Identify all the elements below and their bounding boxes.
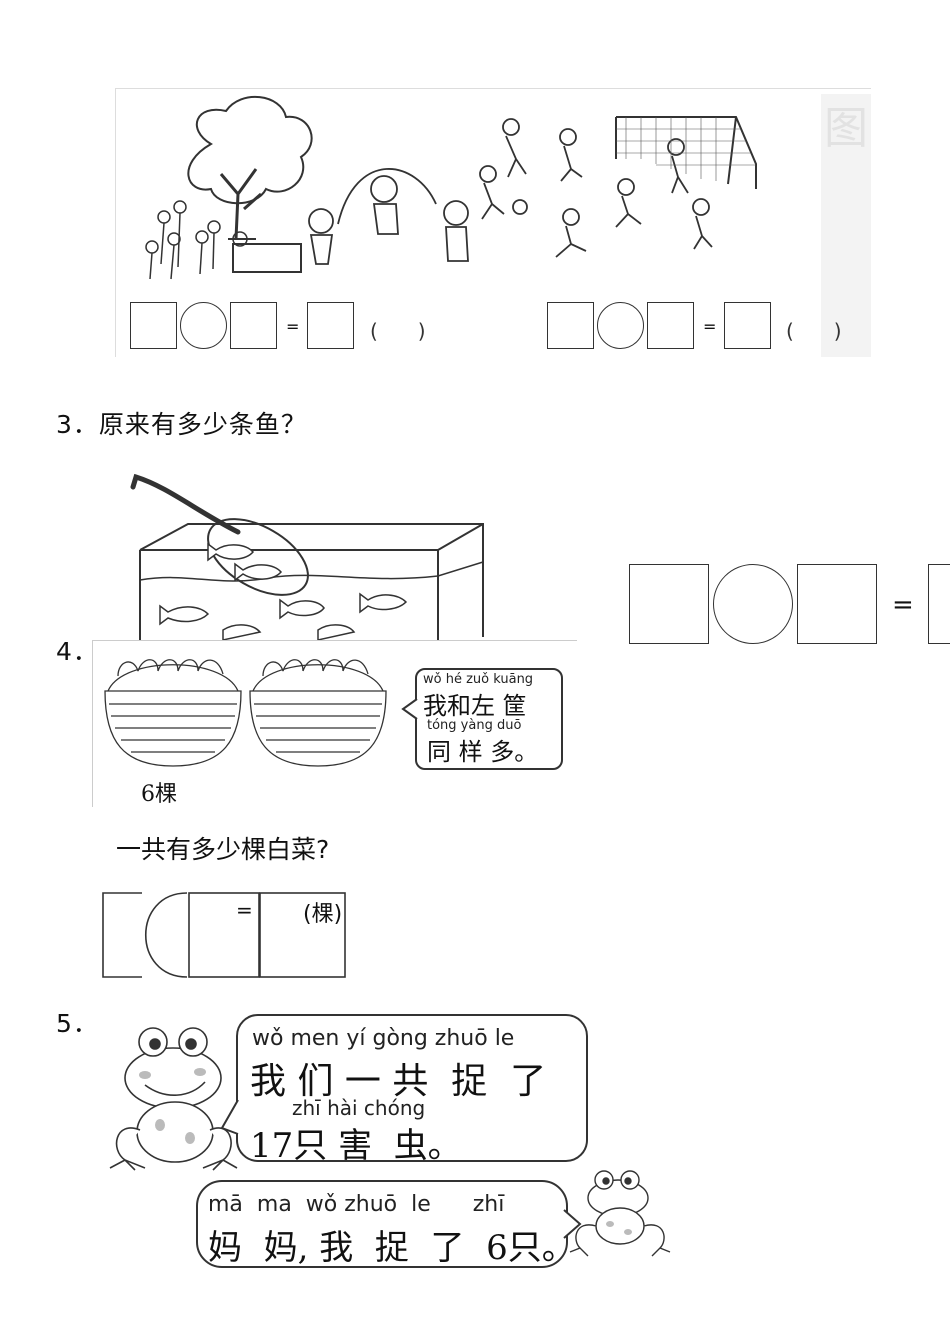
bubble-pinyin: mā ma wǒ zhuō le zhī (208, 1192, 505, 1217)
question-number: 3 (56, 410, 73, 439)
operator-circle[interactable] (180, 302, 227, 349)
big-bubble-pointer (220, 1099, 239, 1135)
question-text: ．原来有多少条鱼？ (72, 410, 307, 439)
equals-sign: = (236, 898, 253, 922)
answer-box[interactable] (647, 302, 694, 349)
bubble-pointer (401, 698, 418, 720)
small-bubble-pointer (563, 1209, 582, 1239)
operator-circle[interactable] (597, 302, 644, 349)
bubble-text: 妈 妈, 我 捉 了 6只。 (208, 1228, 576, 1268)
bubble-pinyin: wǒ men yí gòng zhuō le (252, 1026, 515, 1051)
question-number: 4 (56, 637, 73, 666)
answer-box[interactable] (547, 302, 594, 349)
equals-sign: = (286, 317, 300, 336)
equals-sign: = (892, 590, 914, 620)
small-frog-illustration (569, 1170, 671, 1257)
bubble-text: 17只 害 虫。 (250, 1126, 462, 1166)
basket-count-label: 6棵 (141, 782, 177, 807)
question-5-number: 5． (56, 1004, 99, 1040)
playground-illustration (145, 94, 871, 357)
answer-box[interactable] (724, 302, 771, 349)
question-3-heading: 3．原来有多少条鱼？ (56, 405, 307, 441)
question-dot: ． (72, 1009, 99, 1038)
question-4-text: 一共有多少棵白菜? (116, 835, 330, 864)
bubble-pinyin: tóng yàng duō (427, 718, 522, 733)
watermark: 图 (824, 103, 868, 154)
equals-sign: = (703, 317, 717, 336)
answer-box[interactable] (928, 564, 950, 644)
cabbage-picture: 6棵 wǒ hé zuǒ kuāng 我和左 筐 tóng yàng duō 同… (92, 640, 577, 807)
answer-box[interactable] (307, 302, 354, 349)
unit-parentheses[interactable]: ( ) (370, 319, 426, 343)
answer-box[interactable] (230, 302, 277, 349)
unit-label: (棵) (303, 902, 343, 927)
question-number: 5 (56, 1009, 73, 1038)
bubble-text: 同 样 多。 (427, 738, 539, 766)
speech-bubble: wǒ hé zuǒ kuāng 我和左 筐 tóng yàng duō 同 样 … (415, 668, 563, 770)
operator-circle[interactable] (713, 564, 793, 644)
q4-equation-frame (102, 892, 346, 978)
unit-parentheses[interactable]: ( ) (786, 319, 842, 343)
bubble-pinyin: zhī hài chóng (292, 1096, 426, 1120)
big-frog-illustration (109, 1027, 238, 1171)
answer-box[interactable] (797, 564, 877, 644)
fish-tank-illustration (130, 473, 484, 641)
small-speech-bubble: mā ma wǒ zhuō le zhī 妈 妈, 我 捉 了 6只。 (196, 1180, 576, 1268)
bubble-text: 我 们 一 共 捉 了 (250, 1061, 547, 1102)
playground-picture: 图 = ( ) = ( ) (115, 88, 871, 357)
answer-box[interactable] (130, 302, 177, 349)
answer-box[interactable] (629, 564, 709, 644)
bubble-text: 我和左 筐 (423, 692, 527, 720)
bubble-pinyin: wǒ hé zuǒ kuāng (423, 672, 534, 687)
big-speech-bubble: wǒ men yí gòng zhuō le 我 们 一 共 捉 了 zhī h… (236, 1014, 588, 1166)
baskets-illustration (104, 659, 387, 767)
